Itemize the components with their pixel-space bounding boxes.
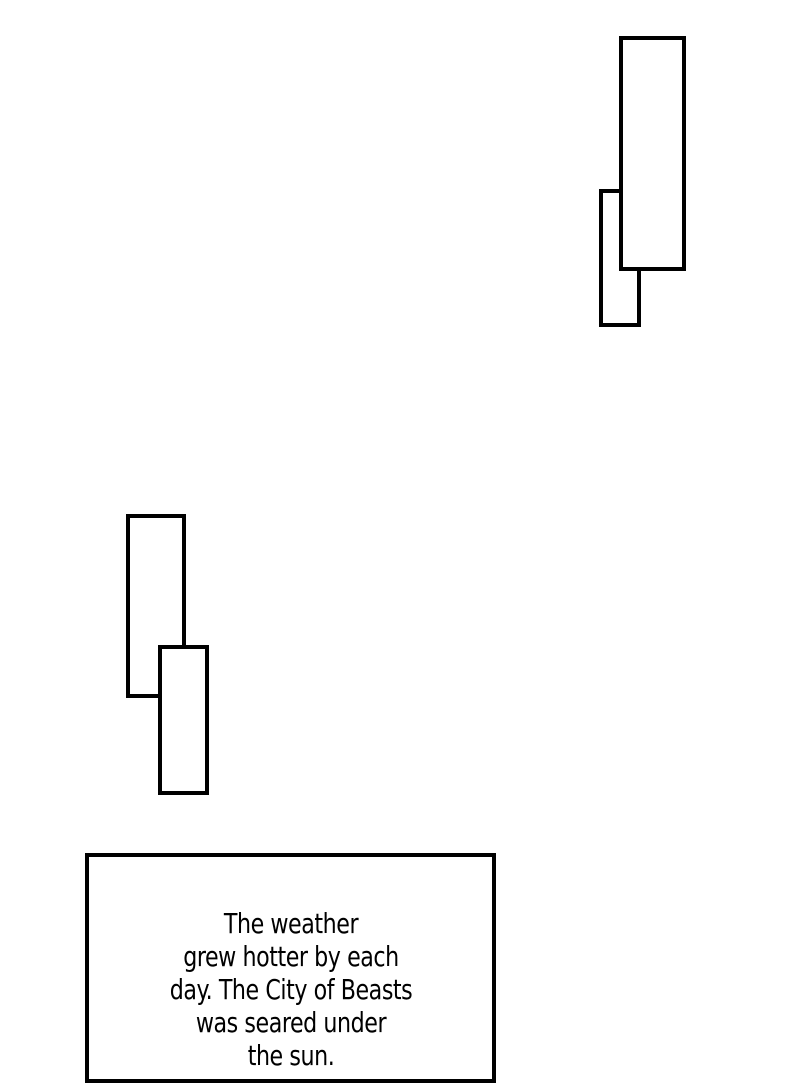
narration-caption-box: The weather grew hotter by each day. The… [85,853,496,1083]
narration-caption-text: The weather grew hotter by each day. The… [169,907,412,1072]
panel-frame-middle-left-back [126,514,186,698]
panel-frame-middle-left-front [158,645,209,795]
panel-frame-top-right-front [619,36,686,271]
